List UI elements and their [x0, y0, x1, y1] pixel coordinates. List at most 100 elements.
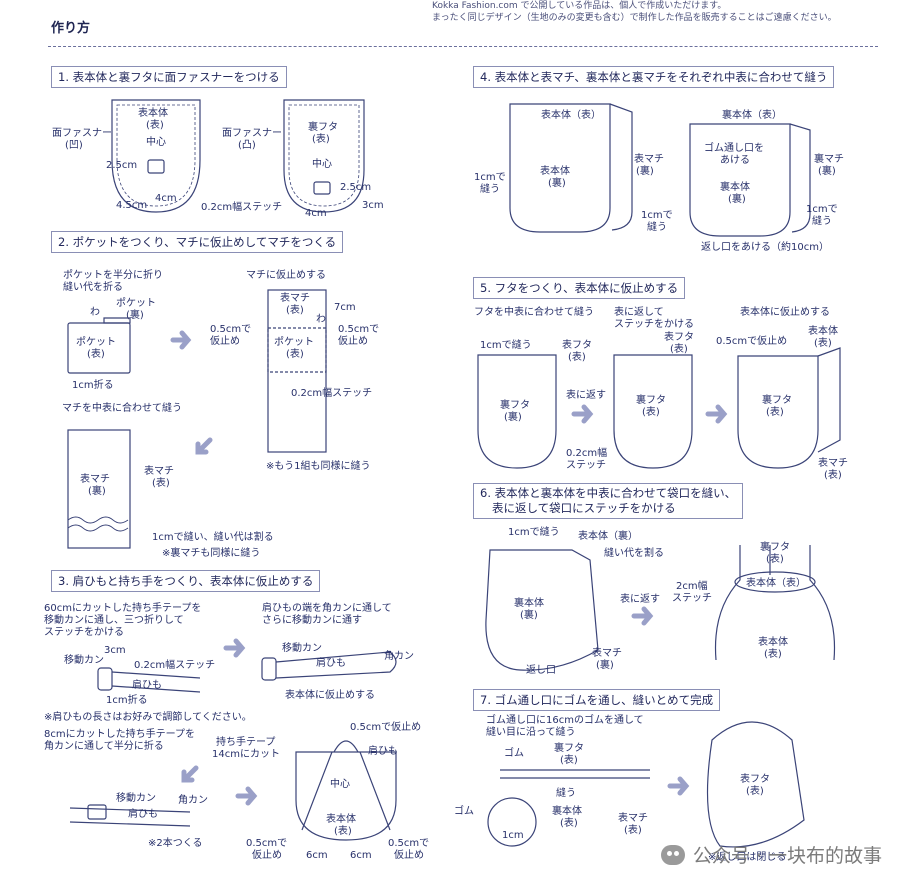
s1-label-4: (凹) [65, 140, 83, 151]
watermark: 公众号 · 一块布的故事 [660, 841, 882, 868]
s6-label-6: 表マチ [592, 648, 622, 659]
s7-label-10: (表) [624, 825, 642, 836]
s3-label-6: 肩ひも [132, 680, 162, 691]
s3-body [295, 751, 397, 841]
s3-label-25: 中心 [330, 779, 350, 790]
s3-strap-loop [275, 651, 397, 679]
s3-strap-1 [111, 671, 201, 693]
s7-label-12: 表フタ [740, 774, 770, 785]
s3-label-8: 肩ひもの端を角カンに通して [262, 603, 392, 614]
s4-inner-body [689, 123, 791, 237]
step-2-heading: 2. ポケットをつくり、マチに仮止めしてマチをつくる [51, 231, 344, 253]
s3-label-19: 肩ひも [128, 809, 158, 820]
s5-label-3: (表) [568, 352, 586, 363]
s2-label-19: 0.2cm幅ステッチ [291, 388, 373, 399]
page-title: 作り方 [51, 21, 91, 36]
s5-label-13: 裏フタ [636, 395, 666, 406]
s3-label-14: ※肩ひもの長さはお好みで調節してください。 [44, 712, 252, 723]
s1-label-7: 4cm [155, 193, 177, 204]
s3-label-9: さらに移動カンに通す [262, 615, 362, 626]
s2-label-20: ※もう1組も同様に縫う [266, 461, 371, 472]
s4-label-2: (裏) [548, 178, 566, 189]
s2-gusset-folded [67, 429, 131, 549]
s5-label-0: フタを中表に合わせて縫う [474, 307, 594, 318]
s2-label-6: (表) [87, 349, 105, 360]
s3-label-22: 14cmにカット [212, 749, 280, 760]
s3-label-28: 0.5cmで [246, 838, 288, 849]
s4-label-8: 縫う [647, 222, 667, 233]
s5-body-gusset [817, 347, 841, 453]
s1-label-1: (表) [146, 120, 164, 131]
s3-label-23: 0.5cmで仮止め [350, 722, 422, 733]
s4-label-0: 表本体（表） [541, 110, 601, 121]
s6-label-4: (裏) [520, 610, 538, 621]
s5-label-12: (表) [670, 344, 688, 355]
s5-lid-pair [477, 354, 557, 469]
s3-label-17: 移動カン [116, 793, 156, 804]
s6-bag-right [714, 545, 836, 661]
s3-strap-2 [69, 807, 191, 827]
s7-label-6: ゴム [454, 806, 474, 817]
s1-label-5: 2.5cm [106, 160, 138, 171]
s2-label-8: マチに仮止めする [246, 270, 326, 281]
s2-label-7: 1cm折る [72, 380, 114, 391]
s2-label-15: 0.5cmで [338, 324, 380, 335]
s7-label-7: 裏本体 [552, 806, 582, 817]
s1-label-16: 0.2cm幅ステッチ [201, 202, 283, 213]
title-divider [48, 46, 878, 47]
s3-square-ring [87, 804, 107, 820]
s2-label-4: (裏) [126, 310, 144, 321]
s2-label-14: 仮止め [210, 336, 240, 347]
s3-label-3: 3cm [104, 645, 126, 656]
s3-label-15: 8cmにカットした持ち手テープを [44, 729, 196, 740]
s4-label-13: (裏) [728, 194, 746, 205]
step-6-heading-line1: 6. 表本体と裏本体を中表に合わせて袋口を縫い、 [480, 486, 737, 500]
s7-finished-bag [706, 721, 805, 848]
s6-bag-inside-out [485, 549, 599, 671]
s7-label-2: ゴム [504, 748, 524, 759]
step-1-heading: 1. 表本体と裏フタに面ファスナーをつける [51, 66, 287, 88]
s4-label-15: (裏) [818, 166, 836, 177]
s2-label-11: 7cm [334, 302, 356, 313]
s5-label-2: 表フタ [562, 340, 592, 351]
s2-label-0: ポケットを半分に折り [63, 270, 163, 281]
s3-label-1: 移動カンに通し、三つ折りして [44, 615, 184, 626]
s3-slider-buckle [97, 667, 113, 691]
wechat-icon [660, 844, 685, 865]
s2-label-26: 1cmで縫い、縫い代は割る [152, 532, 274, 543]
s3-label-0: 60cmにカットした持ち手テープを [44, 603, 202, 614]
s3-slider-buckle-2 [261, 657, 277, 681]
s3-label-24: 肩ひも [368, 746, 398, 757]
s7-label-11: 1cm [502, 830, 524, 841]
s1-label-0: 表本体 [138, 108, 168, 119]
s2-label-24: 表マチ [144, 466, 174, 477]
s4-label-17: 縫う [812, 216, 832, 227]
s7-label-14: ※返し口は閉じる [708, 852, 787, 863]
s1-label-10: 裏フタ [308, 122, 338, 133]
s1-body-stitch [116, 104, 196, 207]
s5-label-8: 表に返す [566, 390, 606, 401]
s2-label-2: わ [90, 307, 100, 318]
s4-label-5: 1cmで [474, 172, 506, 183]
s2-label-13: 0.5cmで [210, 324, 252, 335]
s6-label-14: 表本体 [758, 637, 788, 648]
s2-label-9: 表マチ [280, 293, 310, 304]
s3-label-5: 0.2cm幅ステッチ [134, 660, 216, 671]
s3-label-7: 1cm折る [106, 695, 148, 706]
s2-label-23: (裏) [88, 486, 106, 497]
s5-label-11: 表フタ [664, 332, 694, 343]
s5-label-5: (裏) [504, 412, 522, 423]
s3-label-2: ステッチをかける [44, 627, 124, 638]
s4-label-3: 表マチ [634, 154, 664, 165]
s2-label-10: (表) [286, 305, 304, 316]
s7-label-3: 裏フタ [554, 743, 584, 754]
s1-label-3: 面ファスナー [52, 128, 112, 139]
flow-arrows [170, 330, 728, 806]
s4-inner-gusset [789, 123, 811, 233]
s5-label-20: (表) [766, 407, 784, 418]
s7-label-9: 表マチ [618, 813, 648, 824]
s6-label-5: 返し口 [526, 665, 556, 676]
s1-body-panel [111, 99, 201, 213]
s2-label-17: ポケット [274, 337, 314, 348]
s2-label-12: わ [316, 314, 326, 325]
